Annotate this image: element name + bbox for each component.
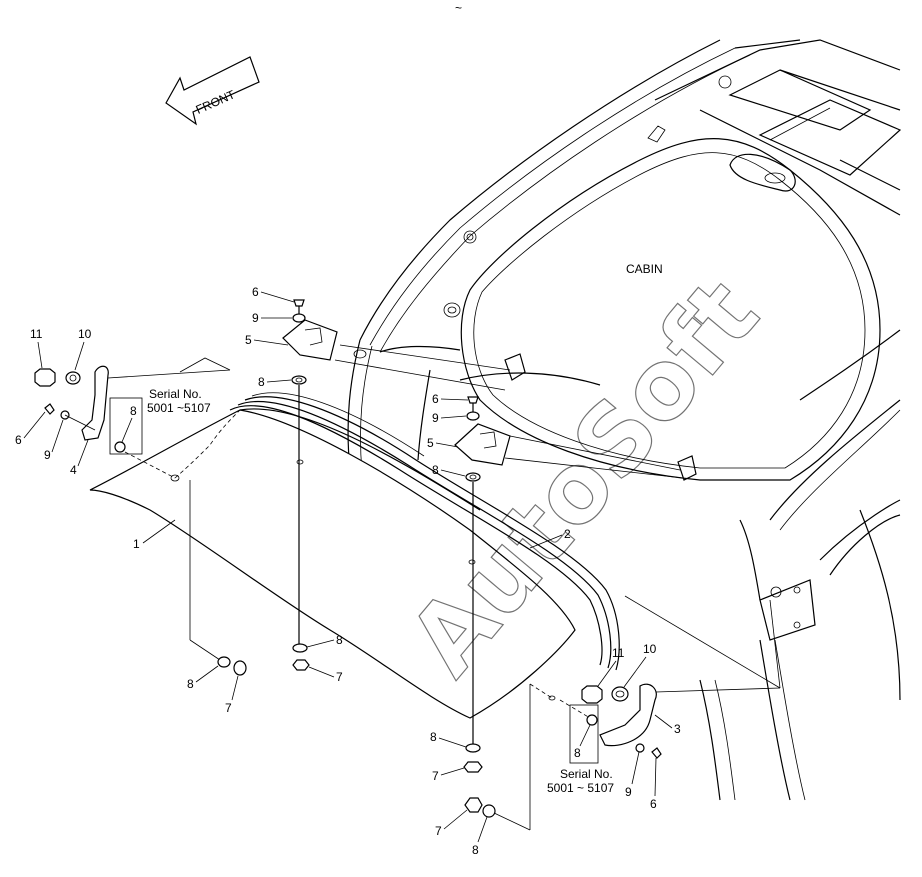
callout-7-lower-center: 7 <box>336 670 343 684</box>
serial-note-left-line1: Serial No. <box>149 387 202 401</box>
left-bracket-group <box>34 357 247 676</box>
callout-8-box-left: 8 <box>130 404 137 418</box>
top-bracket-group <box>282 299 511 671</box>
callout-6-top: 6 <box>252 285 259 299</box>
callouts: 11 10 6 9 4 8 Serial No. 5001 ~5107 1 6 … <box>15 285 681 857</box>
callout-8-bottom-a: 8 <box>430 730 437 744</box>
callout-9-left: 9 <box>44 448 51 462</box>
middle-bracket-group <box>454 396 684 773</box>
callout-8-top: 8 <box>258 375 265 389</box>
callout-9-top: 9 <box>252 311 259 325</box>
callout-6-left: 6 <box>15 433 22 447</box>
callout-8-mid: 8 <box>432 463 439 477</box>
callout-8-box-right: 8 <box>574 746 581 760</box>
serial-note-right-line2: 5001 ~ 5107 <box>547 781 614 795</box>
callout-9-right: 9 <box>625 785 632 799</box>
callout-8-lower-center: 8 <box>336 633 343 647</box>
serial-note-right-line1: Serial No. <box>560 767 613 781</box>
callout-11-left: 11 <box>30 327 43 341</box>
callout-5-top: 5 <box>245 333 252 347</box>
callout-9-mid: 9 <box>432 411 439 425</box>
callout-2: 2 <box>564 527 571 541</box>
top-mark: ~ <box>455 1 462 15</box>
callout-6-mid: 6 <box>432 392 439 406</box>
seal-part-2 <box>229 392 620 671</box>
front-arrow: FRONT <box>165 56 260 126</box>
callout-11-right: 11 <box>612 646 625 660</box>
callout-7-bottom-b: 7 <box>435 824 442 838</box>
watermark: AutoSoft <box>388 258 781 696</box>
callout-10-right: 10 <box>643 642 657 656</box>
callout-5-mid: 5 <box>427 436 434 450</box>
callout-3: 3 <box>674 722 681 736</box>
cabin-label: CABIN <box>626 262 663 276</box>
callout-1: 1 <box>133 537 140 551</box>
callout-7-bottom-a: 7 <box>432 769 439 783</box>
leader-line <box>769 599 781 689</box>
rear-cover-part-1 <box>89 408 576 719</box>
serial-note-left-line2: 5001 ~5107 <box>147 401 211 415</box>
front-label: FRONT <box>194 87 238 117</box>
callout-7-lower-left: 7 <box>225 701 232 715</box>
callout-4: 4 <box>70 463 77 477</box>
callout-8-bottom-b: 8 <box>472 843 479 857</box>
callout-8-lower-left: 8 <box>187 677 194 691</box>
callout-10-left: 10 <box>78 327 92 341</box>
cabin-structure <box>347 39 902 801</box>
callout-6-right: 6 <box>650 797 657 811</box>
right-bracket-group <box>464 595 781 831</box>
